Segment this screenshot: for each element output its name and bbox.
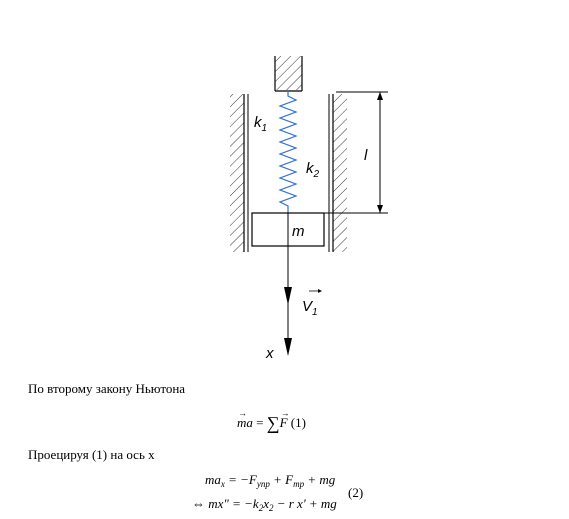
svg-text:V1: V1 [302, 298, 318, 318]
spring [278, 91, 298, 213]
equation-2b: ⇔ mx" = −k2x2 − r x' + mg [192, 496, 337, 513]
x-axis-arrow-head [284, 338, 292, 356]
x-axis-label: x [265, 345, 274, 362]
left-wall [230, 94, 249, 252]
spring-mass-diagram: m l k1 k2 V1 x [230, 56, 388, 362]
mass-label: m [292, 223, 305, 240]
velocity-label: V1 [302, 289, 322, 318]
newton-text: По второму закону Ньютона [28, 381, 186, 396]
velocity-arrow-head [284, 287, 292, 305]
top-support [274, 56, 303, 92]
length-label: l [364, 147, 368, 164]
length-dimension [324, 91, 388, 214]
k1-label: k1 [254, 114, 267, 134]
k2-label: k2 [306, 160, 320, 180]
right-wall [328, 94, 347, 252]
equation-1: ma→ = ∑F→ (1) [237, 408, 306, 433]
equation-2a: max = −Fупр + Fтр + mg [205, 472, 336, 489]
equation-2-number: (2) [348, 485, 364, 500]
projection-text: Проецируя (1) на ось x [28, 447, 155, 462]
